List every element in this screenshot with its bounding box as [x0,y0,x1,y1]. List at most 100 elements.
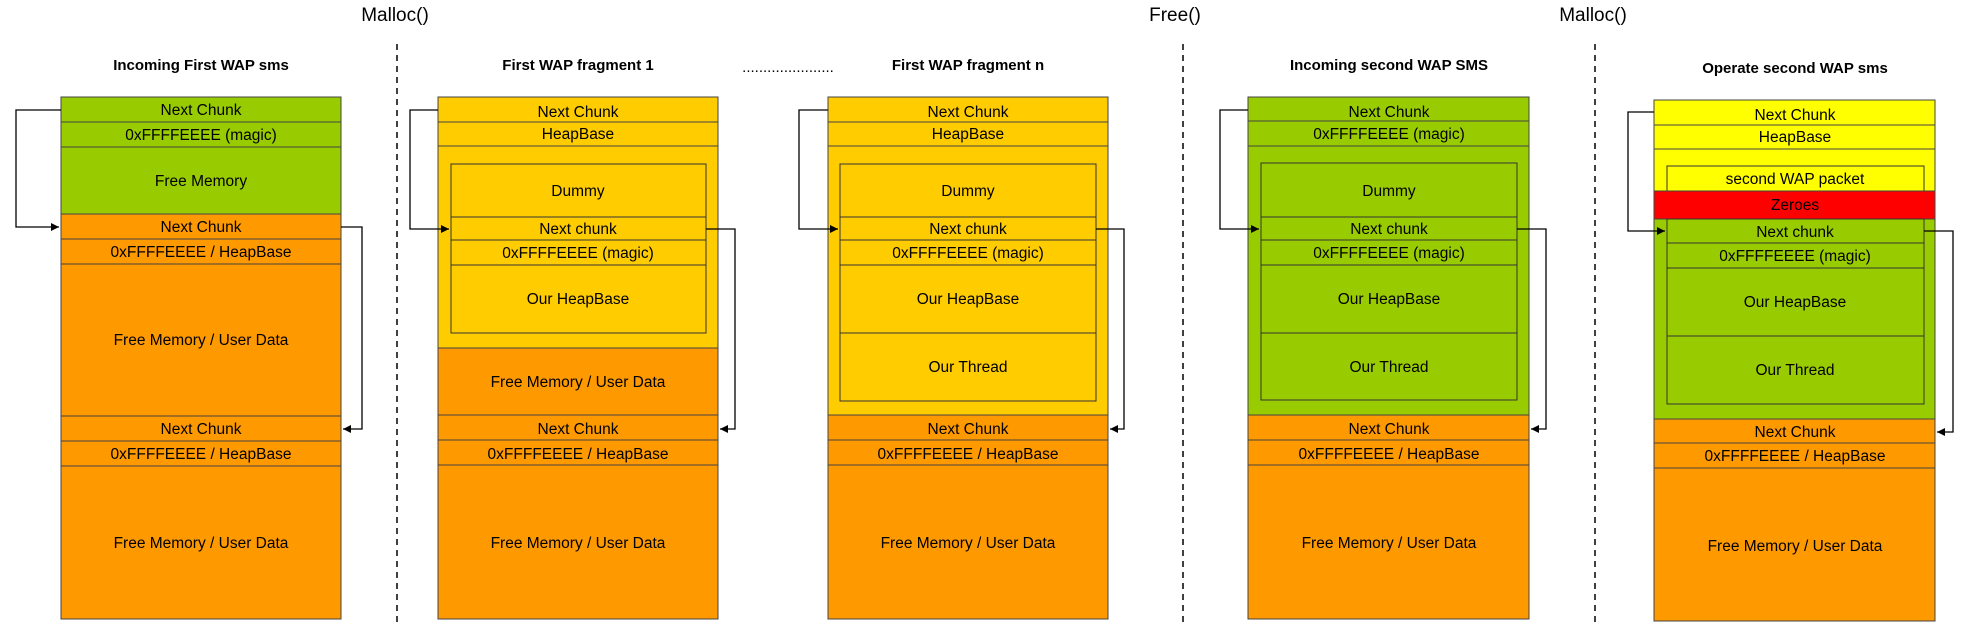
column-title: First WAP fragment n [892,57,1044,74]
cell-label: Next Chunk [538,104,619,121]
cell-label: 0xFFFFEEEE / HeapBase [1299,446,1480,463]
pointer-arrow [1517,228,1547,433]
next-chunk-cell [1653,418,1936,444]
our-thread-cell [1666,335,1925,405]
cell-label: 0xFFFFEEEE / HeapBase [1705,448,1886,465]
user-data-cell [60,263,342,417]
pointer-arrow [1627,111,1665,235]
cell-label: Zeroes [1771,197,1819,214]
cell-label: Next Chunk [538,421,619,438]
overflow-region [1653,218,1936,420]
column-first-wap-fragment-1: First WAP fragment 1 Next Chunk HeapBase… [409,57,736,620]
cell-label: Our Thread [1756,362,1835,379]
cell-label: Our HeapBase [527,291,630,308]
magic-cell [1247,120,1530,147]
phase-label-malloc-2: Malloc() [1559,5,1627,26]
next-chunk-cell [60,415,342,442]
cell-label: Next Chunk [928,104,1009,121]
cell-label: Our HeapBase [1338,291,1441,308]
free-memory-cell [60,146,342,215]
pointer-arrow [1924,230,1954,436]
our-thread-cell [1260,332,1518,401]
cell-label: 0xFFFFEEEE / HeapBase [878,446,1059,463]
cell-label: Next chunk [1350,221,1428,238]
cell-label: Dummy [1362,183,1416,200]
cell-label: Next chunk [929,221,1007,238]
user-data-cell [827,464,1109,620]
user-data-cell [1247,464,1530,620]
cell-label: 0xFFFFEEEE (magic) [125,127,277,144]
cell-label: Free Memory [155,173,247,190]
user-data-cell [60,465,342,620]
phase-label-free: Free() [1149,5,1201,26]
user-data-cell [437,347,719,416]
ellipsis: ...................... [742,59,834,76]
user-data-cell [1653,467,1936,622]
cell-label: Next Chunk [1349,421,1430,438]
our-thread-cell [839,332,1097,402]
heapbase-cell [827,439,1109,466]
cell-label: Next chunk [1756,224,1834,241]
cell-label: Free Memory / User Data [491,535,666,552]
heapbase-cell [827,121,1109,147]
cell-label: Dummy [551,183,605,200]
next-chunk-cell [1247,96,1530,122]
cell-label: Next Chunk [928,421,1009,438]
cell-label: Free Memory / User Data [881,535,1056,552]
cell-label: 0xFFFFEEEE (magic) [1719,248,1871,265]
heapbase-cell [1653,124,1936,150]
user-data-cell [437,464,719,620]
next-chunk-cell [60,213,342,240]
cell-label: HeapBase [932,126,1004,143]
next-chunk-cell [1247,414,1530,441]
overflow-region [1247,145,1530,416]
pointer-arrow [15,109,61,231]
heapbase-cell [1653,442,1936,469]
pointer-arrow [706,228,736,433]
phase-label-malloc-1: Malloc() [361,5,429,26]
column-title: Incoming First WAP sms [113,57,289,74]
cell-label: second WAP packet [1726,171,1865,188]
column-title: Operate second WAP sms [1702,60,1888,77]
cell-label: Next Chunk [161,421,242,438]
heapbase-cell [437,121,719,147]
next-chunk-cell [437,414,719,441]
column-incoming-second-wap-sms: Incoming second WAP SMS Next Chunk 0xFFF… [1219,57,1547,620]
cell-label: 0xFFFFEEEE / HeapBase [111,446,292,463]
pointer-arrow [1219,109,1259,233]
cell-label: Next Chunk [1755,424,1836,441]
cell-label: Next Chunk [161,219,242,236]
cell-label: 0xFFFFEEEE (magic) [1313,126,1465,143]
next-chunk-cell [1653,99,1936,126]
cell-label: Free Memory / User Data [1708,538,1883,555]
heapbase-cell [437,439,719,466]
next-chunk-cell [827,96,1109,123]
magic-cell [60,121,342,148]
heapbase-cell [1247,439,1530,466]
zeroes-cell [1653,190,1936,220]
overflow-region [827,145,1109,416]
pointer-arrow [798,109,838,233]
heapbase-cell [60,238,342,265]
cell-label: Free Memory / User Data [1302,535,1477,552]
cell-label: Next chunk [539,221,617,238]
cell-label: Free Memory / User Data [491,374,666,391]
pointer-arrow [409,109,449,233]
column-operate-second-wap-sms: Operate second WAP sms Next Chunk HeapBa… [1627,60,1954,622]
our-heapbase-cell [450,264,707,334]
pointer-arrow [341,226,363,433]
column-incoming-first-wap-sms: Incoming First WAP sms Next Chunk 0xFFFF… [15,57,363,620]
cell-label: Next Chunk [1349,104,1430,121]
cell-label: 0xFFFFEEEE (magic) [1313,245,1465,262]
pointer-arrow [1096,228,1125,433]
cell-label: Dummy [941,183,995,200]
cell-label: Next Chunk [161,102,242,119]
cell-label: 0xFFFFEEEE / HeapBase [488,446,669,463]
cell-label: Next Chunk [1755,107,1836,124]
cell-label: Our Thread [1350,359,1429,376]
cell-label: 0xFFFFEEEE (magic) [502,245,654,262]
cell-label: Our HeapBase [917,291,1020,308]
cell-label: Our Thread [929,359,1008,376]
cell-label: Our HeapBase [1744,294,1847,311]
